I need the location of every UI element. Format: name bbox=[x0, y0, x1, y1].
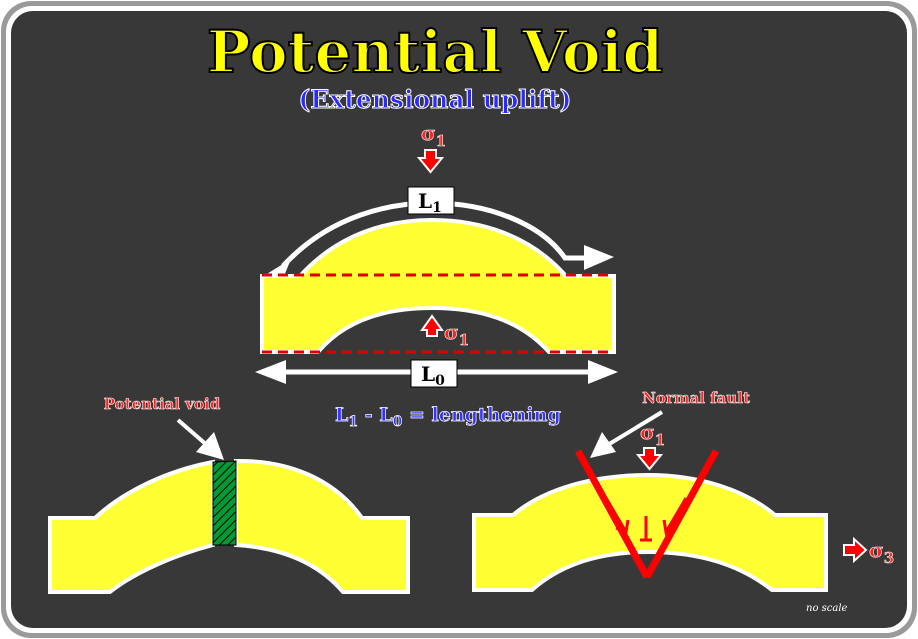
fault-line-right bbox=[643, 449, 720, 579]
l1-label-box bbox=[407, 186, 455, 215]
potential-void-label: Potential void bbox=[104, 395, 221, 413]
no-scale-note: no scale bbox=[806, 603, 848, 614]
l1-label: L1 bbox=[418, 189, 442, 216]
normal-fault-pointer-head bbox=[590, 432, 616, 458]
sigma-top-down-arrow bbox=[416, 149, 445, 174]
sigma-bottom-label: σ1 bbox=[444, 320, 469, 349]
sigma3-label: σ3 bbox=[869, 538, 894, 567]
normal-fault-label: Normal fault bbox=[642, 389, 750, 407]
page-title: Potential Void bbox=[207, 18, 663, 86]
sigma-top-label: σ1 bbox=[421, 121, 446, 150]
slip-arrow-right bbox=[662, 497, 688, 537]
normal-fault-pointer-line bbox=[604, 410, 664, 448]
slip-arrow-left bbox=[604, 497, 630, 537]
top-layer-block bbox=[260, 217, 616, 354]
l0-right-arrowhead bbox=[588, 360, 618, 384]
sigma-bottom-up-arrow bbox=[420, 314, 444, 337]
l1-right-arrowhead bbox=[584, 245, 614, 270]
fault-sigma1-label: σ1 bbox=[640, 420, 665, 449]
potential-void-pointer-line bbox=[176, 418, 210, 448]
potential-void-pointer-head bbox=[196, 432, 224, 460]
fault-line-left bbox=[574, 449, 651, 579]
left-block-right-segment bbox=[234, 458, 410, 594]
l0-label: L0 bbox=[421, 362, 445, 389]
fault-sigma1-down-arrow bbox=[635, 447, 664, 471]
l0-left-arrowhead bbox=[255, 360, 286, 384]
void-hatched-zone bbox=[212, 460, 237, 546]
lengthening-equation: L1 - L0 = lengthening bbox=[335, 404, 561, 430]
l0-label-box bbox=[410, 359, 458, 388]
sigma3-right-arrow bbox=[843, 536, 868, 564]
page-subtitle: (Extensional uplift) bbox=[298, 85, 571, 114]
